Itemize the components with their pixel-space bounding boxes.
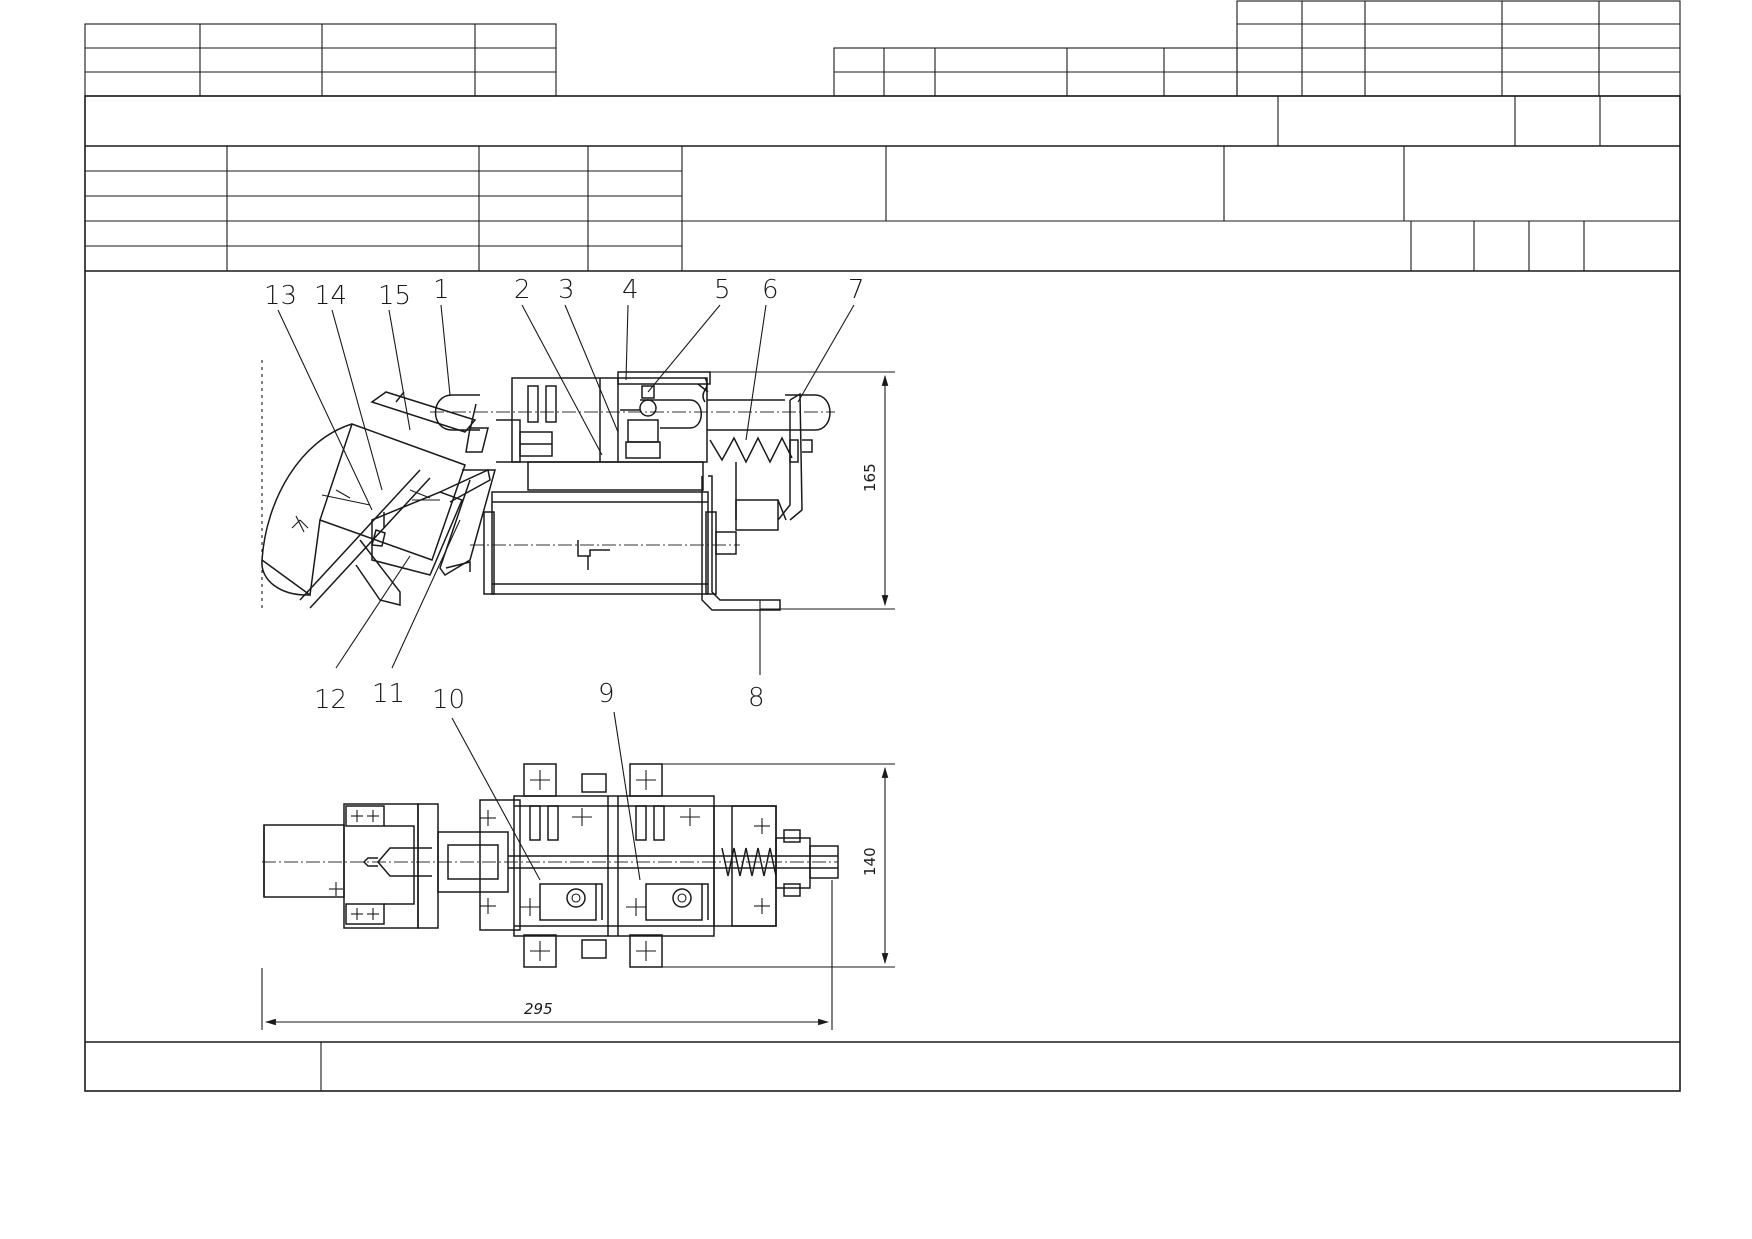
plunger-tip <box>377 847 432 877</box>
callout-6: 6 <box>762 275 779 305</box>
callout-11: 11 <box>372 679 405 709</box>
contact-housing <box>511 371 711 491</box>
dim-165-text: 165 <box>861 463 879 492</box>
callout-12: 12 <box>314 685 347 715</box>
callout-5: 5 <box>714 275 731 305</box>
callout-7: 7 <box>848 275 865 305</box>
callout-labels: 13 14 15 1 2 3 4 5 6 7 12 11 10 9 8 <box>264 275 865 715</box>
top-left-table <box>84 23 557 97</box>
arc-chute <box>261 391 477 609</box>
dimension-140: 140 <box>662 763 895 968</box>
callout-4: 4 <box>622 275 639 305</box>
top-view: 140 295 <box>261 711 895 1030</box>
dimension-295: 295 <box>261 880 833 1030</box>
coil <box>483 491 737 595</box>
callout-9: 9 <box>598 679 615 709</box>
rod <box>434 394 831 431</box>
callout-1: 1 <box>433 275 450 305</box>
base-bracket <box>701 475 781 611</box>
callout-14: 14 <box>314 281 347 311</box>
callout-13: 13 <box>264 281 297 311</box>
callout-3: 3 <box>558 275 575 305</box>
top-right-table <box>1236 0 1681 97</box>
contact-modules <box>513 763 715 968</box>
callout-2: 2 <box>514 275 531 305</box>
callout-10: 10 <box>432 685 465 715</box>
title-block-grid <box>84 0 1681 1092</box>
top-middle-table <box>833 47 1238 97</box>
shaft-spring <box>721 847 777 877</box>
callout-8: 8 <box>748 683 765 713</box>
leader-lines <box>277 304 855 675</box>
spring <box>709 436 793 464</box>
side-view: 165 <box>261 304 895 675</box>
callout-15: 15 <box>378 281 411 311</box>
dim-295-text: 295 <box>524 1000 553 1018</box>
return-arm <box>777 392 813 521</box>
dimension-165: 165 <box>707 371 895 610</box>
sheet-frame <box>84 95 1681 1092</box>
dim-140-text: 140 <box>861 847 879 876</box>
